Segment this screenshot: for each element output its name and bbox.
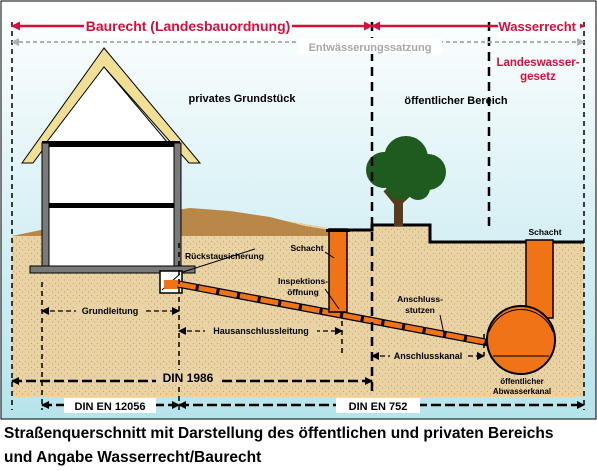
caption-line-2: und Angabe Wasserrecht/Baurecht [4, 449, 262, 466]
label-schacht-right: Schacht [528, 227, 561, 237]
private-shaft [326, 228, 350, 313]
label-rueckstausicherung: Rückstausicherung [185, 251, 264, 261]
label-oeffentlicher-abwasserkanal-1: öffentlicher [500, 377, 544, 386]
label-oeffentlicher-abwasserkanal-2: Abwasserkanal [493, 387, 551, 396]
label-inspektionsoeffnung-2: öffnung [287, 287, 319, 297]
label-entwaesserungssatzung: Entwässerungssatzung [309, 42, 432, 54]
label-baurecht: Baurecht (Landesbauordnung) [86, 18, 291, 34]
label-oeffentlicher-bereich: öffentlicher Bereich [404, 95, 508, 107]
house [21, 47, 202, 274]
label-din-en-752: DIN EN 752 [349, 401, 408, 413]
label-anschlussstutzen-1: Anschluss- [397, 294, 443, 304]
label-din1986: DIN 1986 [163, 371, 214, 385]
label-hausanschlussleitung: Hausanschlussleitung [213, 326, 309, 336]
rueckstausicherung-device [159, 270, 183, 294]
label-wasserrecht: Wasserrecht [498, 19, 576, 34]
label-inspektionsoeffnung-1: Inspektions- [278, 276, 328, 286]
tree [366, 136, 446, 226]
label-grundleitung: Grundleitung [82, 306, 139, 316]
label-din-en-12056: DIN EN 12056 [75, 401, 146, 413]
label-anschlusskanal: Anschlusskanal [394, 351, 463, 361]
label-anschlussstutzen-2: stutzen [405, 305, 435, 315]
public-sewer-canal [486, 239, 556, 375]
label-privates-grundstueck: privates Grundstück [189, 93, 297, 105]
label-landeswassergesetz-1: Landeswasser- [496, 57, 579, 69]
drainage-cross-section-diagram: Baurecht (Landesbauordnung) Wasserrecht … [0, 0, 597, 420]
label-schacht-left: Schacht [290, 243, 323, 253]
label-landeswassergesetz-2: gesetz [520, 71, 556, 83]
caption-line-1: Straßenquerschnitt mit Darstellung des ö… [4, 425, 554, 442]
